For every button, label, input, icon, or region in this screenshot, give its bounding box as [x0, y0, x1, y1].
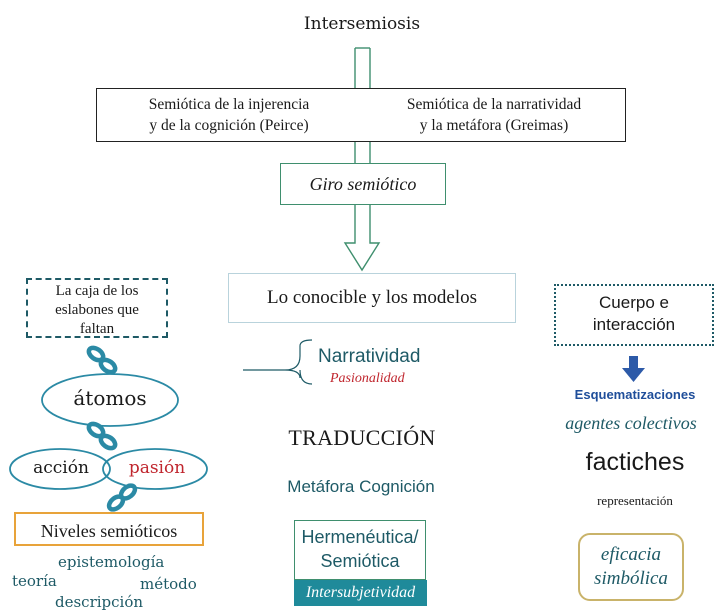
- semiotica-label: Semiótica: [320, 551, 400, 571]
- pasion-ellipse: [102, 448, 208, 490]
- top-arrow: [354, 47, 371, 88]
- atomos-label: átomos: [73, 386, 147, 410]
- factiches-label: factiches: [585, 448, 685, 476]
- agentes-colectivos-label: agentes colectivos: [565, 413, 697, 433]
- greimas-label: Semiótica de la narratividad y la metáfo…: [369, 94, 619, 136]
- accion-label: acción: [33, 458, 89, 478]
- blue-down-arrow: [622, 356, 645, 382]
- traduccion-label: TRADUCCIÓN: [288, 425, 436, 450]
- brace-connector: [243, 339, 313, 385]
- accion-ellipse: [9, 448, 111, 490]
- eficacia-label: eficacia: [600, 544, 662, 565]
- interaccion-label: interacción: [592, 315, 676, 334]
- theories-box: Semiótica de la injerencia y de la cogni…: [96, 88, 626, 142]
- intersubjetividad-banner: Intersubjetividad: [294, 580, 427, 606]
- middle-arrow-shaft: [354, 140, 371, 163]
- descripcion-label: descripción: [55, 593, 144, 611]
- conocible-box: Lo conocible y los modelos: [228, 273, 516, 323]
- caja-eslabones-label: La caja de los eslabones que faltan: [55, 283, 139, 337]
- giro-semiotico-box: Giro semiótico: [280, 163, 446, 205]
- teoria-label: teoría: [12, 572, 57, 590]
- cuerpo-interaccion-box: Cuerpo e interacción: [554, 284, 714, 346]
- peirce-label: Semiótica de la injerencia y de la cogni…: [111, 94, 347, 136]
- down-arrow: [343, 205, 381, 272]
- hermeneutica-box: Hermenéutica/ Semiótica: [294, 520, 426, 580]
- eficacia-simbolica-box: eficacia simbólica: [578, 533, 684, 601]
- pasionalidad-label: Pasionalidad: [330, 371, 405, 386]
- diagram-title: Intersemiosis: [303, 14, 421, 34]
- cuerpo-label: Cuerpo e: [599, 293, 669, 312]
- peirce-line-2: y de la cognición (Peirce): [149, 117, 309, 134]
- greimas-line-2: y la metáfora (Greimas): [419, 117, 569, 134]
- pasion-label: pasión: [128, 458, 186, 478]
- hermeneutica-label: Hermenéutica/: [301, 527, 419, 547]
- esquematizaciones-label: Esquematizaciones: [574, 387, 696, 402]
- caja-eslabones-box: La caja de los eslabones que faltan: [26, 278, 168, 338]
- niveles-semioticos-box: Niveles semióticos: [14, 512, 204, 546]
- peirce-line-1: Semiótica de la injerencia: [148, 96, 310, 113]
- epistemologia-label: epistemología: [58, 553, 165, 571]
- metodo-label: método: [140, 575, 197, 593]
- metafora-cognicion-label: Metáfora Cognición: [287, 477, 435, 496]
- atomos-ellipse: [41, 373, 179, 427]
- greimas-line-1: Semiótica de la narratividad: [406, 96, 582, 113]
- representacion-label: representación: [597, 493, 673, 508]
- narratividad-label: Narratividad: [318, 346, 421, 367]
- simbolica-label: simbólica: [594, 568, 668, 589]
